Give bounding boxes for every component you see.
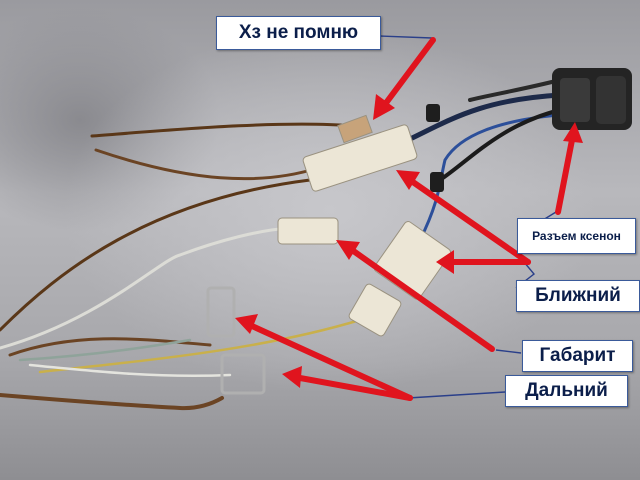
brown-wires — [0, 78, 562, 411]
label-xenon-connector: Разъем ксенон — [517, 218, 636, 254]
light-wires — [0, 226, 362, 378]
label-side-light: Габарит — [522, 340, 633, 372]
label-low-beam: Ближний — [516, 280, 640, 312]
metal-terminals — [206, 286, 266, 395]
annotation-arrows — [249, 37, 575, 401]
xenon-wires — [405, 92, 563, 242]
xenon-connector-block — [426, 68, 632, 192]
label-unknown-wire: Хз не помню — [216, 16, 381, 50]
white-connectors — [277, 114, 452, 337]
label-high-beam: Дальний — [505, 375, 628, 407]
arrow-heads — [235, 94, 583, 388]
